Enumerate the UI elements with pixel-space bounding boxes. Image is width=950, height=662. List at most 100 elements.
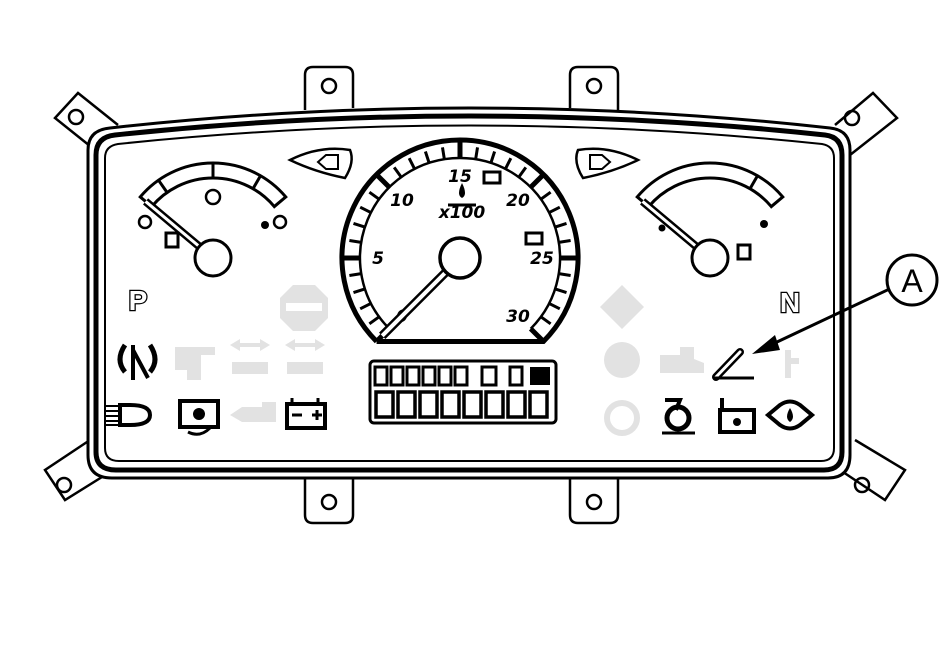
lcd-pto-icon: [480, 365, 498, 387]
lcd-digit-bottom: [506, 390, 527, 419]
empty-marker: [137, 214, 153, 230]
gauge-arc: [138, 161, 288, 209]
turn-right-indicator: [575, 147, 641, 180]
lcd-digit-top: [453, 365, 469, 387]
turn-left-indicator: [287, 147, 353, 180]
tach-scale-label: 30: [506, 307, 530, 327]
air-filter-icon: [178, 399, 220, 436]
tach-tick: [558, 238, 571, 244]
gauge-tick: [157, 179, 169, 194]
lcd-digit-top: [437, 365, 453, 387]
callout-a: A: [752, 253, 939, 354]
trailer-right-icon: [285, 339, 325, 374]
hazard-icon: [600, 285, 644, 329]
tach-hub: [438, 236, 482, 280]
full-dot: [261, 221, 269, 229]
seat-switch-icon: [712, 348, 754, 381]
tachometer: 051015202530x100: [339, 137, 581, 344]
coolant-temp-icon: [736, 243, 752, 261]
tach-tick: [504, 157, 513, 170]
tach-tick: [349, 238, 362, 244]
lcd-digit-bottom: [440, 390, 461, 419]
tach-tick: [528, 174, 544, 190]
lcd-digit-top: [421, 365, 437, 387]
tach-tick: [558, 272, 571, 278]
mower-icon: [660, 347, 704, 373]
lcd-hourglass-icon: [508, 365, 524, 387]
fuel-pump-icon: [164, 231, 180, 249]
turn-right-icon: [589, 154, 612, 170]
4wd-icon: [785, 350, 799, 378]
hitch-icon: [175, 347, 215, 380]
tach-tick: [423, 151, 431, 164]
tach-tick: [474, 147, 480, 160]
lcd-display: [368, 359, 558, 425]
glow-plug-icon: [662, 398, 695, 435]
tach-bezel: [339, 137, 581, 344]
tach-tick: [517, 166, 528, 178]
headlight-icon: [104, 403, 153, 427]
operator-presence-icon: [718, 398, 756, 434]
engine-ring-icon: [604, 400, 640, 436]
half-marker: [204, 188, 222, 206]
lcd-digit-top: [405, 365, 421, 387]
tach-tick: [540, 315, 552, 326]
tach-tick: [489, 151, 497, 164]
oil-drop-icon: [459, 183, 465, 198]
gear-letter-p: P: [129, 285, 148, 316]
lcd-digit-top: [389, 365, 405, 387]
turn-left-icon: [316, 154, 339, 170]
tach-tick: [349, 272, 362, 278]
tach-tick: [353, 221, 366, 229]
tach-scale-label: 25: [530, 249, 554, 269]
pto-icon: [604, 342, 640, 378]
lcd-digit-bottom: [418, 390, 439, 419]
gear-letter-n: N: [780, 287, 800, 318]
lcd-digit-bottom: [396, 390, 417, 419]
fuel-gauge: [137, 161, 288, 278]
trailer-left-icon: [230, 339, 270, 374]
tach-tick: [353, 287, 366, 295]
cold-dot: [658, 224, 666, 232]
gauge-arc: [635, 161, 785, 209]
tach-tick: [376, 174, 392, 190]
tach-scale-label: 15: [448, 167, 472, 187]
tach-tick: [359, 302, 372, 311]
tach-multiplier: x100: [438, 203, 486, 223]
gauge-tick: [748, 174, 759, 190]
lcd-digit-bottom: [484, 390, 505, 419]
tach-tick: [528, 326, 544, 342]
tach-tick: [368, 315, 380, 326]
lcd-digit-top: [373, 365, 389, 387]
pto-speed-marker-2: [524, 231, 544, 246]
tach-tick: [359, 205, 372, 214]
tach-tick: [368, 190, 380, 201]
stop-icon: [280, 285, 328, 331]
cluster-housing: [86, 106, 852, 480]
lcd-digit-bottom: [374, 390, 395, 419]
gauge-hub: [690, 238, 730, 278]
tach-tick: [407, 157, 416, 170]
tach-tick: [554, 287, 567, 295]
gauge-tick: [251, 174, 262, 190]
parking-brake-icon: [117, 343, 158, 380]
tach-tick: [540, 190, 552, 201]
full-marker: [272, 214, 288, 230]
tach-scale-label: 20: [506, 191, 530, 211]
tach-tick: [440, 147, 446, 160]
lcd-digit-bottom: [528, 390, 549, 419]
tach-tick: [392, 166, 403, 178]
lcd-digit-bottom: [462, 390, 483, 419]
coolant-temp-gauge: [635, 161, 785, 278]
pto-speed-marker-1: [482, 170, 502, 185]
tach-scale-label: 10: [390, 191, 414, 211]
mower-left-icon: [230, 402, 276, 422]
tach-tick: [548, 205, 561, 214]
tach-tick: [548, 302, 561, 311]
oil-pressure-icon: [764, 399, 816, 431]
hot-dot: [760, 220, 768, 228]
tach-scale-label: 5: [372, 249, 384, 269]
gauge-hub: [193, 238, 233, 278]
lcd-unit-block: [530, 367, 550, 385]
